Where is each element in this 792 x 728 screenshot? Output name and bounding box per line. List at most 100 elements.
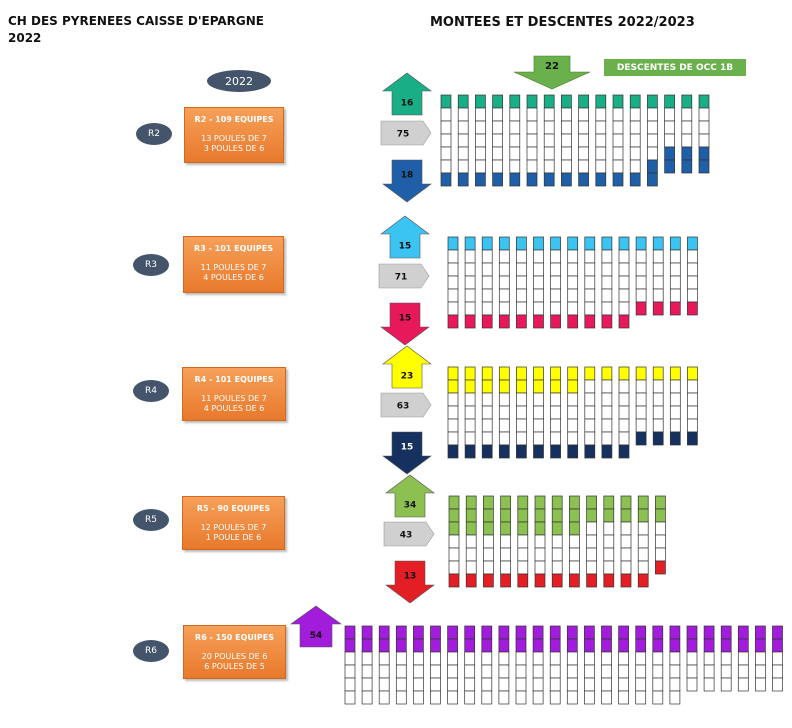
team-cell	[601, 392, 613, 407]
arrow-up-r3-label: 15	[399, 242, 412, 252]
team-cell	[475, 159, 486, 174]
team-cell	[534, 573, 546, 588]
team-cell	[344, 638, 356, 653]
poule-column-r6	[737, 625, 749, 692]
year-badge: 2022	[207, 70, 271, 92]
team-cell	[620, 560, 632, 575]
team-cell	[447, 288, 459, 303]
team-cell	[500, 547, 511, 562]
poule-column-r5	[500, 495, 511, 588]
team-cell	[669, 431, 681, 446]
poule-column-r2	[595, 94, 607, 187]
team-cell	[584, 638, 595, 653]
team-cell	[669, 405, 681, 420]
team-cell	[344, 625, 356, 640]
team-cell	[498, 379, 510, 394]
team-cell	[681, 159, 693, 174]
team-cell	[669, 379, 681, 394]
team-cell	[534, 560, 546, 575]
team-cell	[561, 94, 572, 109]
arrow-down-r2-label: 18	[401, 171, 414, 181]
team-cell	[635, 288, 647, 303]
team-cell	[566, 677, 578, 692]
level-detail-2: 3 POULES DE 6	[203, 144, 265, 153]
team-cell	[543, 120, 555, 135]
team-cell	[687, 418, 698, 433]
team-cell	[361, 638, 373, 653]
team-cell	[395, 677, 407, 692]
team-cell	[533, 288, 544, 303]
team-cell	[603, 573, 615, 588]
poule-column-r2	[647, 94, 658, 187]
team-cell	[550, 431, 561, 446]
team-cell	[447, 301, 459, 316]
team-cell	[533, 262, 544, 277]
arrow-stay-r3-label: 71	[395, 273, 408, 283]
team-cell	[516, 262, 527, 277]
team-cell	[509, 133, 521, 148]
arrow-stay-r5	[383, 521, 435, 547]
arrow-up-r2	[382, 72, 432, 116]
team-cell	[612, 120, 624, 135]
team-cell	[498, 249, 510, 264]
arrow-up-r6	[290, 605, 342, 648]
poule-column-r6	[481, 625, 493, 705]
team-cell	[550, 405, 561, 420]
team-cell	[344, 690, 356, 705]
team-cell	[516, 392, 527, 407]
team-cell	[532, 651, 544, 666]
team-cell	[498, 392, 510, 407]
team-cell	[569, 521, 580, 536]
team-cell	[475, 107, 486, 122]
team-cell	[635, 275, 647, 290]
level-box-r4: R4 - 101 EQUIPES 11 POULES DE 7 4 POULES…	[182, 367, 286, 421]
team-cell	[532, 625, 544, 640]
arrow-stay-r2-label: 75	[397, 130, 410, 140]
team-cell	[669, 301, 681, 316]
team-cell	[533, 392, 544, 407]
team-cell	[664, 159, 675, 174]
team-cell	[464, 651, 476, 666]
team-cell	[720, 664, 732, 679]
team-cell	[612, 172, 624, 187]
team-cell	[635, 236, 647, 251]
team-cell	[635, 301, 647, 316]
poule-column-r5	[534, 495, 546, 588]
team-cell	[533, 366, 544, 381]
team-cell	[533, 405, 544, 420]
team-cell	[551, 560, 563, 575]
team-cell	[578, 159, 589, 174]
team-cell	[481, 236, 493, 251]
team-cell	[464, 314, 476, 329]
team-cell	[755, 664, 766, 679]
team-cell	[569, 573, 580, 588]
team-cell	[532, 690, 544, 705]
poule-column-r5	[551, 495, 563, 588]
team-cell	[601, 379, 613, 394]
team-cell	[361, 651, 373, 666]
poule-column-r2	[509, 94, 521, 187]
team-cell	[447, 275, 459, 290]
team-cell	[457, 107, 469, 122]
level-box-r3: R3 - 101 EQUIPES 11 POULES DE 7 4 POULES…	[183, 236, 284, 293]
team-cell	[669, 262, 681, 277]
team-cell	[612, 146, 624, 161]
team-cell	[578, 133, 589, 148]
team-cell	[618, 625, 629, 640]
team-cell	[498, 301, 510, 316]
team-cell	[698, 107, 710, 122]
team-cell	[652, 638, 664, 653]
team-cell	[492, 172, 503, 187]
team-cell	[618, 418, 630, 433]
team-cell	[669, 651, 681, 666]
team-cell	[618, 262, 630, 277]
team-cell	[681, 146, 693, 161]
team-cell	[567, 405, 579, 420]
team-cell	[647, 94, 658, 109]
team-cell	[440, 159, 452, 174]
team-cell	[465, 534, 477, 549]
team-cell	[413, 638, 424, 653]
team-cell	[361, 664, 373, 679]
team-cell	[652, 677, 664, 692]
team-cell	[635, 392, 647, 407]
